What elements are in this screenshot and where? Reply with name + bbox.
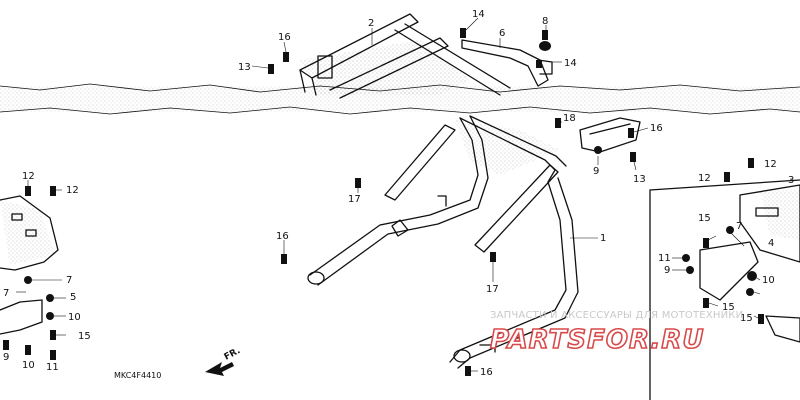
callout-12: 12 — [764, 159, 777, 170]
callout-18: 18 — [563, 113, 576, 124]
callout-6: 6 — [499, 28, 505, 39]
callout-15: 15 — [78, 331, 91, 342]
fasteners — [3, 28, 764, 376]
callout-7: 7 — [3, 288, 9, 299]
callout-9: 9 — [593, 166, 599, 177]
left-bracket-part-5 — [0, 195, 59, 335]
callout-4: 4 — [768, 238, 774, 249]
callout-3: 3 — [788, 175, 794, 186]
callout-9: 9 — [3, 352, 9, 363]
watermark-logo: PARTSFOR.RU — [490, 325, 704, 355]
front-arrow-icon — [205, 362, 234, 376]
callout-16: 16 — [480, 367, 493, 378]
callout-15: 15 — [740, 313, 753, 324]
callout-13: 13 — [238, 62, 251, 73]
leader-lines — [16, 17, 761, 372]
diagram-code: MKC4F4410 — [114, 371, 161, 380]
grommet-part-8 — [539, 30, 551, 51]
front-direction-label: FR. — [223, 346, 242, 363]
callout-12: 12 — [66, 185, 79, 196]
upper-frame-part-2 — [299, 13, 511, 99]
callout-15: 15 — [698, 213, 711, 224]
callout-16: 16 — [650, 123, 663, 134]
callout-1: 1 — [600, 233, 606, 244]
callout-7: 7 — [66, 275, 72, 286]
callout-5: 5 — [70, 292, 76, 303]
callout-2: 2 — [368, 18, 374, 29]
torn-band — [0, 83, 800, 115]
watermark: ЗАПЧАСТИ И АКСЕССУАРЫ ДЛЯ МОТОТЕХНИКИ PA… — [489, 310, 743, 356]
callout-11: 11 — [46, 362, 59, 373]
callout-labels: 2 14 8 6 16 13 14 18 16 9 13 17 16 1 17 … — [3, 9, 794, 378]
callout-10: 10 — [22, 360, 35, 371]
callout-13: 13 — [633, 174, 646, 185]
callout-12: 12 — [22, 171, 35, 182]
shading — [0, 40, 800, 265]
right-bracket-part-3-4 — [649, 179, 800, 400]
watermark-caption: ЗАПЧАСТИ И АКСЕССУАРЫ ДЛЯ МОТОТЕХНИКИ — [490, 310, 743, 321]
callout-14: 14 — [564, 58, 577, 69]
callout-17: 17 — [486, 284, 499, 295]
callout-8: 8 — [542, 16, 548, 27]
callout-12: 12 — [698, 173, 711, 184]
bracket-part-6 — [461, 39, 553, 87]
callout-16: 16 — [276, 231, 289, 242]
callout-10: 10 — [762, 275, 775, 286]
callout-14: 14 — [472, 9, 485, 20]
callout-11: 11 — [658, 253, 671, 264]
rear-bracket-part-18 — [579, 117, 641, 153]
callout-17: 17 — [348, 194, 361, 205]
callout-10: 10 — [68, 312, 81, 323]
callout-15: 15 — [722, 302, 735, 313]
callout-7: 7 — [736, 221, 742, 232]
callout-16: 16 — [278, 32, 291, 43]
callout-9: 9 — [664, 265, 670, 276]
main-frame-part-1 — [307, 115, 579, 369]
